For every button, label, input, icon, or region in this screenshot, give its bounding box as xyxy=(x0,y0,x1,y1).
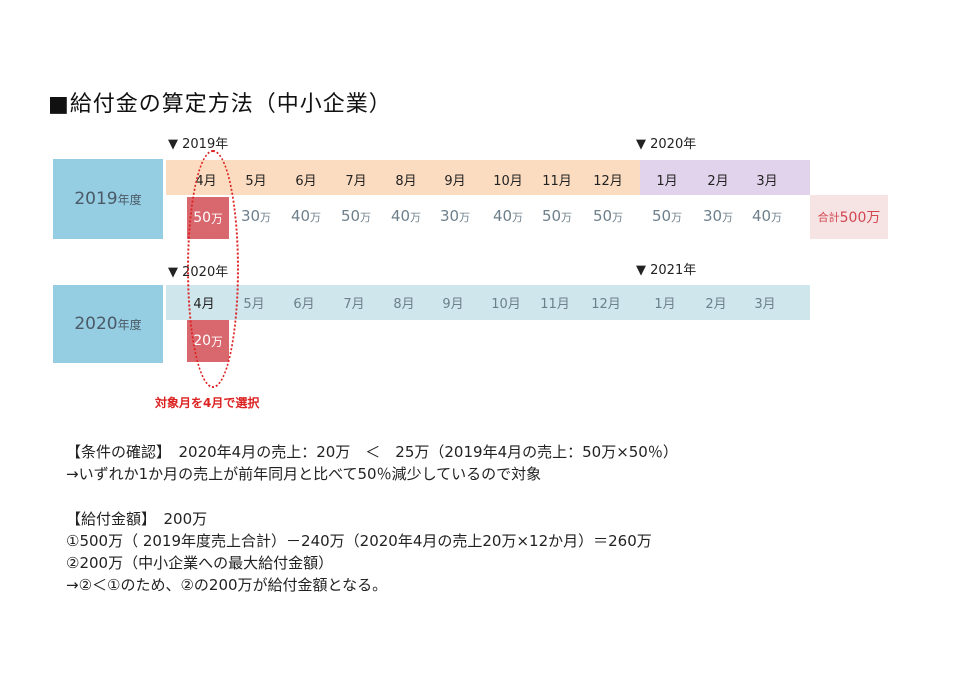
fy2019-month: 3月 xyxy=(756,174,778,189)
fy2019-month: 5月 xyxy=(245,174,267,189)
calc-line-2: ②200万（中小企業への最大給付金額） xyxy=(66,554,334,572)
calc-line-1: ①500万（ 2019年度売上合計）－240万（2020年4月の売上20万×12… xyxy=(66,532,652,550)
fy2019-value-number: 50 xyxy=(541,207,562,225)
fy2019-month: 9月 xyxy=(444,174,466,189)
fy2019-value: 50万 xyxy=(643,207,691,225)
fy2020-month: 1月 xyxy=(654,297,676,312)
fy2019-value-unit: 万 xyxy=(771,211,783,224)
fy2019-suffix: 年度 xyxy=(117,192,142,207)
page-title: ■給付金の算定方法（中小企業） xyxy=(48,92,392,117)
total-label: 合計 xyxy=(817,211,840,224)
condition-line: 【条件の確認】 2020年4月の売上：20万 ＜ 25万（2019年4月の売上：… xyxy=(66,443,678,461)
fy2020-year: 2020 xyxy=(74,314,118,334)
amount-heading-line: 【給付金額】 200万 xyxy=(66,510,208,528)
fy2019-value-unit: 万 xyxy=(410,211,422,224)
fy2019-year: 2019 xyxy=(74,189,118,209)
fy2019-value-number: 40 xyxy=(751,207,772,225)
fy2019-value-unit: 万 xyxy=(260,211,272,224)
condition-result-line: →いずれか1か月の売上が前年同月と比べて50％減少しているので対象 xyxy=(66,465,542,483)
fy2019-value-unit: 万 xyxy=(561,211,573,224)
fy2020-band xyxy=(166,285,810,320)
fy2019-value-number: 50 xyxy=(592,207,613,225)
fy2020-month: 2月 xyxy=(705,297,727,312)
fy2019-band-a xyxy=(166,160,640,195)
fy2019-value-unit: 万 xyxy=(671,211,683,224)
year-marker-2019: ▼ 2019年 xyxy=(168,137,229,152)
fy2019-value-number: 40 xyxy=(290,207,311,225)
fy2019-value-number: 30 xyxy=(702,207,723,225)
fy2019-value: 50万 xyxy=(533,207,581,225)
fy2020-month: 9月 xyxy=(442,297,464,312)
fy2020-month: 5月 xyxy=(243,297,265,312)
fy2019-value-unit: 万 xyxy=(612,211,624,224)
fy2019-value: 40万 xyxy=(484,207,532,225)
fy2020-suffix: 年度 xyxy=(117,317,142,332)
fy2019-value-unit: 万 xyxy=(360,211,372,224)
year-marker-2021: ▼ 2021年 xyxy=(636,263,697,278)
fy2019-month: 10月 xyxy=(493,174,523,189)
fy2019-month: 1月 xyxy=(656,174,678,189)
fy2020-month: 6月 xyxy=(293,297,315,312)
fy2019-value-unit: 万 xyxy=(722,211,734,224)
fy2020-month: 12月 xyxy=(591,297,621,312)
fy2019-value: 40万 xyxy=(382,207,430,225)
fy2019-value: 30万 xyxy=(232,207,280,225)
fy2019-value: 50万 xyxy=(584,207,632,225)
fy2019-value-unit: 万 xyxy=(512,211,524,224)
fy2020-month: 3月 xyxy=(754,297,776,312)
fy2019-value-number: 40 xyxy=(390,207,411,225)
fy2019-value: 30万 xyxy=(694,207,742,225)
fy2019-month: 2月 xyxy=(707,174,729,189)
fy2020-month: 11月 xyxy=(540,297,570,312)
fy2019-value-number: 50 xyxy=(651,207,672,225)
conclusion-line: →②＜①のため、②の200万が給付金額となる。 xyxy=(66,576,388,594)
fy2020-month: 10月 xyxy=(491,297,521,312)
fy2020-month: 8月 xyxy=(393,297,415,312)
fy2019-value-number: 50 xyxy=(340,207,361,225)
fy2019-month: 8月 xyxy=(395,174,417,189)
fy2019-month: 12月 xyxy=(593,174,623,189)
fy2020-month: 7月 xyxy=(343,297,365,312)
fy2019-value: 30万 xyxy=(431,207,479,225)
fy2019-value-unit: 万 xyxy=(459,211,471,224)
fy2019-value: 40万 xyxy=(743,207,791,225)
selection-oval xyxy=(187,150,239,388)
total-value: 500万 xyxy=(839,210,881,226)
fy2019-value-unit: 万 xyxy=(310,211,322,224)
fy2019-month: 6月 xyxy=(295,174,317,189)
fy2019-month: 11月 xyxy=(542,174,572,189)
fy2019-band-b xyxy=(640,160,810,195)
fy2019-month: 7月 xyxy=(345,174,367,189)
fy2019-value-number: 40 xyxy=(492,207,513,225)
fy2019-value-number: 30 xyxy=(240,207,261,225)
fy2019-value-number: 30 xyxy=(439,207,460,225)
fy2019-value: 40万 xyxy=(282,207,330,225)
selection-caption: 対象月を4月で選択 xyxy=(155,396,260,410)
year-marker-2020: ▼ 2020年 xyxy=(636,137,697,152)
fy2019-value: 50万 xyxy=(332,207,380,225)
